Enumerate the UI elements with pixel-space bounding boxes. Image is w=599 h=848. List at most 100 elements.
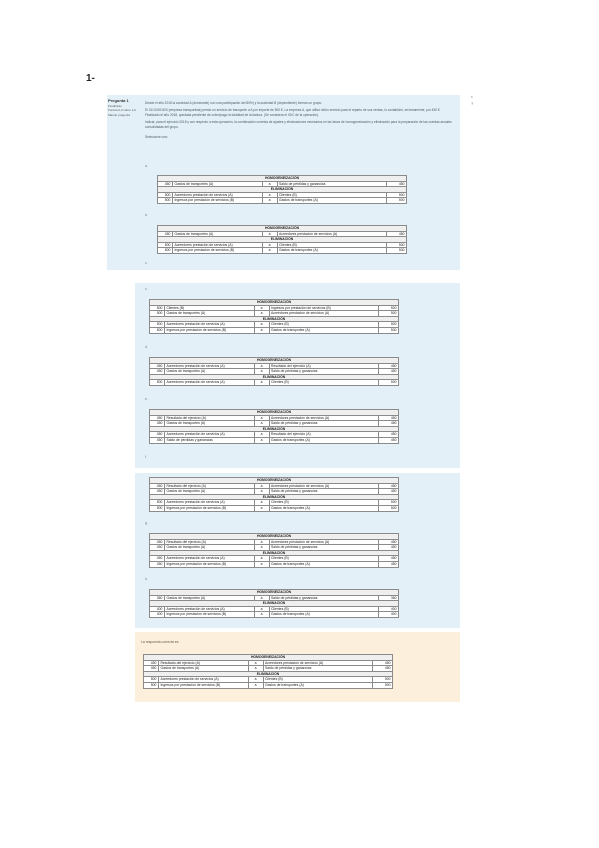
entry-connector: a	[253, 505, 270, 512]
question-number: Pregunta 1	[108, 98, 129, 103]
debit-amount: 500	[149, 505, 165, 512]
journal-entry-row: 450 Acreedores prestación de servicios (A…	[149, 362, 399, 370]
flag-question-link[interactable]: Marcar pregunta	[108, 112, 131, 117]
right-margin-marks: º ?	[471, 95, 473, 107]
credit-account: Gastos de transportes (A)	[276, 197, 388, 204]
option-b-label[interactable]: b.	[145, 213, 148, 217]
question-info-panel: Pregunta 1 Finalizado Puntúa 0,0 sobre 1…	[108, 98, 136, 117]
credit-amount: 400	[378, 611, 399, 618]
debit-account: Ingresos por prestación de servicios (B)	[163, 561, 255, 568]
option-d-label[interactable]: d.	[145, 345, 148, 349]
debit-account: Acreedores prestación de servicios (A)	[163, 321, 255, 328]
option-c-label[interactable]: c.	[145, 261, 148, 265]
debit-account: Ingresos por prestación de servicios (B)	[163, 505, 255, 512]
debit-account: Acreedores prestación de servicios (A)	[163, 499, 255, 506]
homogeneizacion-header: HOMOGENEIZACIÓN	[149, 409, 399, 416]
credit-amount: 500	[378, 505, 399, 512]
option-e-label[interactable]: e.	[145, 397, 148, 401]
credit-amount: 450	[378, 482, 399, 490]
entry-connector: a	[253, 561, 270, 568]
entry-connector: a	[261, 247, 278, 254]
option-a-label[interactable]: a.	[145, 164, 148, 168]
option-g-label[interactable]: g.	[145, 521, 148, 525]
credit-account: Gastos de transportes (A)	[276, 247, 388, 254]
debit-amount: 400	[149, 611, 165, 618]
debit-account: Acreedores prestación de servicios (A)	[163, 362, 255, 370]
debit-account: Resultado del ejercicio (A)	[163, 414, 255, 422]
debit-amount: 500	[149, 379, 165, 386]
option-f-label[interactable]: f.	[145, 455, 147, 459]
margin-mark: ?	[471, 101, 474, 106]
option-c-label[interactable]: c.	[145, 287, 148, 291]
homogeneizacion-row: HOMOGENEIZACIÓN	[149, 299, 399, 306]
option-h-label[interactable]: h.	[145, 577, 148, 581]
credit-amount: 500	[378, 321, 399, 328]
page-number: 1-	[86, 73, 95, 84]
journal-entry-row: 500 Acreedores prestación de servicios (A…	[149, 321, 399, 328]
question-paragraph: El 31/10/2018 B (empresa transportista) …	[145, 108, 441, 117]
credit-account: Gastos de transportes (A)	[268, 561, 380, 568]
eliminacion-row: ELIMINACIÓN	[149, 425, 399, 433]
credit-amount: 500	[378, 379, 399, 386]
homogeneizacion-row: HOMOGENEIZACIÓN	[149, 357, 399, 364]
eliminacion-row: ELIMINACIÓN	[149, 373, 399, 381]
credit-amount: 450	[378, 437, 399, 444]
credit-amount: 450	[378, 368, 399, 375]
homogeneizacion-row: HOMOGENEIZACIÓN	[149, 477, 399, 484]
debit-account: Gastos de transportes (A)	[163, 420, 255, 427]
credit-amount: 500	[378, 310, 399, 317]
select-prompt: Seleccione una:	[145, 135, 168, 139]
eliminacion-header: ELIMINACIÓN	[149, 493, 399, 501]
homogeneizacion-header: HOMOGENEIZACIÓN	[149, 477, 399, 484]
credit-account: Gastos de transportes (A)	[268, 437, 380, 444]
entry-connector: a	[261, 197, 278, 204]
debit-amount: 500	[143, 682, 159, 689]
credit-amount: 500	[378, 304, 399, 312]
credit-account: Gastos de transportes (A)	[268, 505, 380, 512]
eliminacion-header: ELIMINACIÓN	[149, 315, 399, 323]
credit-amount: 500	[378, 327, 399, 334]
credit-amount: 500	[372, 682, 393, 689]
credit-amount: 450	[378, 362, 399, 370]
entry-connector: a	[253, 327, 270, 334]
credit-amount: 450	[378, 431, 399, 438]
question-paragraph: Desde el año 2015 la sociedad A (dominan…	[145, 101, 323, 105]
debit-amount: 450	[149, 561, 165, 568]
credit-amount: 450	[378, 488, 399, 495]
question-score: Puntúa 0,0 sobre 1,0	[108, 108, 136, 112]
entry-connector: a	[247, 682, 264, 689]
eliminacion-header: ELIMINACIÓN	[149, 425, 399, 433]
debit-account: Resultado del ejercicio (A)	[163, 482, 255, 490]
credit-amount: 450	[378, 561, 399, 568]
eliminacion-header: ELIMINACIÓN	[149, 373, 399, 381]
feedback-panel: La respuesta correcta es: HOMOGENEIZACIÓ…	[135, 632, 460, 702]
debit-amount: 500	[157, 197, 173, 204]
credit-account: Clientes (B)	[268, 379, 380, 386]
